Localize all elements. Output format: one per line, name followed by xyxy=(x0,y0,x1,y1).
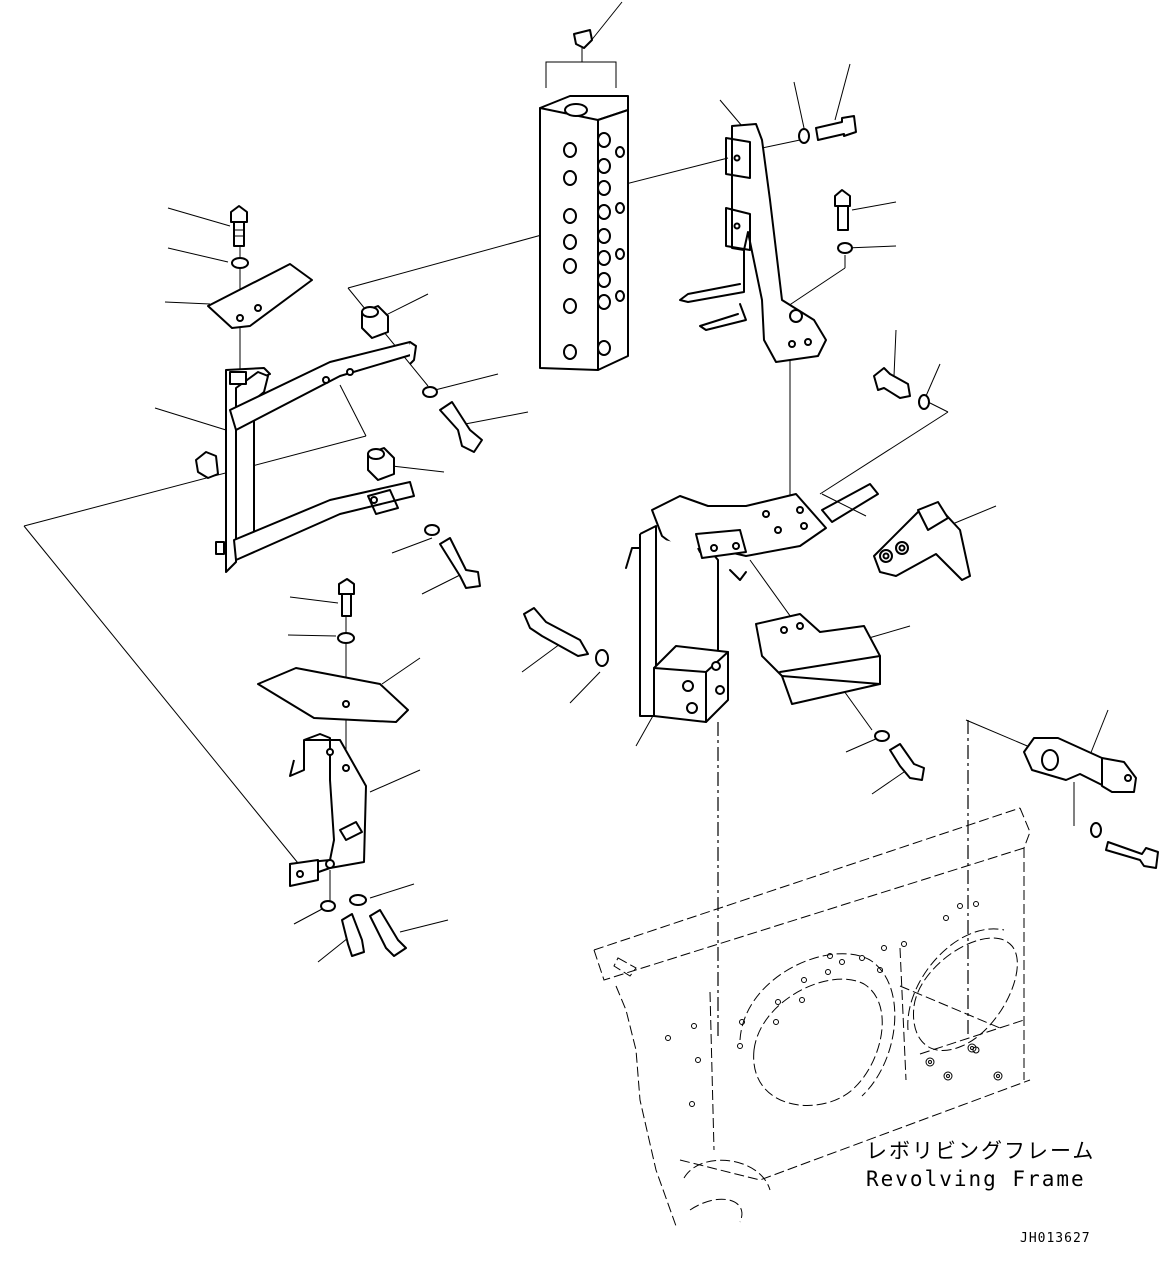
washer-lower-a xyxy=(320,900,336,912)
bracket-left-frame xyxy=(195,341,417,573)
bolt-mid-right xyxy=(873,367,911,399)
drawing-code: JH013627 xyxy=(1020,1231,1091,1246)
frame-label-jp: レボリビングフレーム xyxy=(866,1139,1095,1163)
washer-left-mid xyxy=(337,632,355,644)
bolt-upper-left xyxy=(230,205,248,247)
washer-lower-right xyxy=(874,730,890,742)
bolt-bracket-a xyxy=(439,401,483,453)
bracket-left-lower xyxy=(289,733,367,887)
bolt-right-stand xyxy=(834,189,851,231)
leader-lines xyxy=(154,1,1109,963)
mounting-block xyxy=(653,645,729,723)
washer-top-right xyxy=(798,128,810,144)
bolt-top-right xyxy=(815,115,857,141)
spacer-lower xyxy=(367,447,395,481)
frame-label-en: Revolving Frame xyxy=(866,1167,1086,1191)
washer-center xyxy=(595,649,609,667)
bolt-lower-b xyxy=(369,909,407,957)
bracket-right-small xyxy=(873,501,971,581)
bolt-lower-a xyxy=(341,913,365,957)
clamp-far-right xyxy=(1023,737,1137,793)
washer-right-stand xyxy=(837,242,853,254)
cover-plate-lower-left xyxy=(257,667,409,723)
bracket-right-stand xyxy=(679,123,827,363)
valve-manifold-block xyxy=(539,95,629,371)
bolt-left-mid xyxy=(338,578,355,617)
washer-far-right xyxy=(1090,822,1102,838)
plug-fitting xyxy=(573,29,593,49)
washer-bracket-a xyxy=(422,386,438,398)
bolt-far-right xyxy=(1105,841,1159,869)
washer-mid-right xyxy=(918,394,930,410)
washer-upper-left xyxy=(231,257,249,269)
bolt-center xyxy=(523,607,589,657)
cover-plate-upper-left xyxy=(207,263,313,329)
tray-cover xyxy=(755,613,881,705)
revolving-frame xyxy=(593,720,1031,1227)
manifold-ports xyxy=(563,132,625,360)
frame-nuts xyxy=(925,1043,1003,1081)
washer-lower-b xyxy=(349,894,367,906)
bolt-lower-right xyxy=(889,743,925,781)
spacer-upper xyxy=(361,305,389,339)
washer-bracket-b xyxy=(424,524,440,536)
frame-holes xyxy=(665,901,980,1107)
bracket-center-mount xyxy=(625,483,879,717)
bolt-bracket-b xyxy=(439,537,481,589)
